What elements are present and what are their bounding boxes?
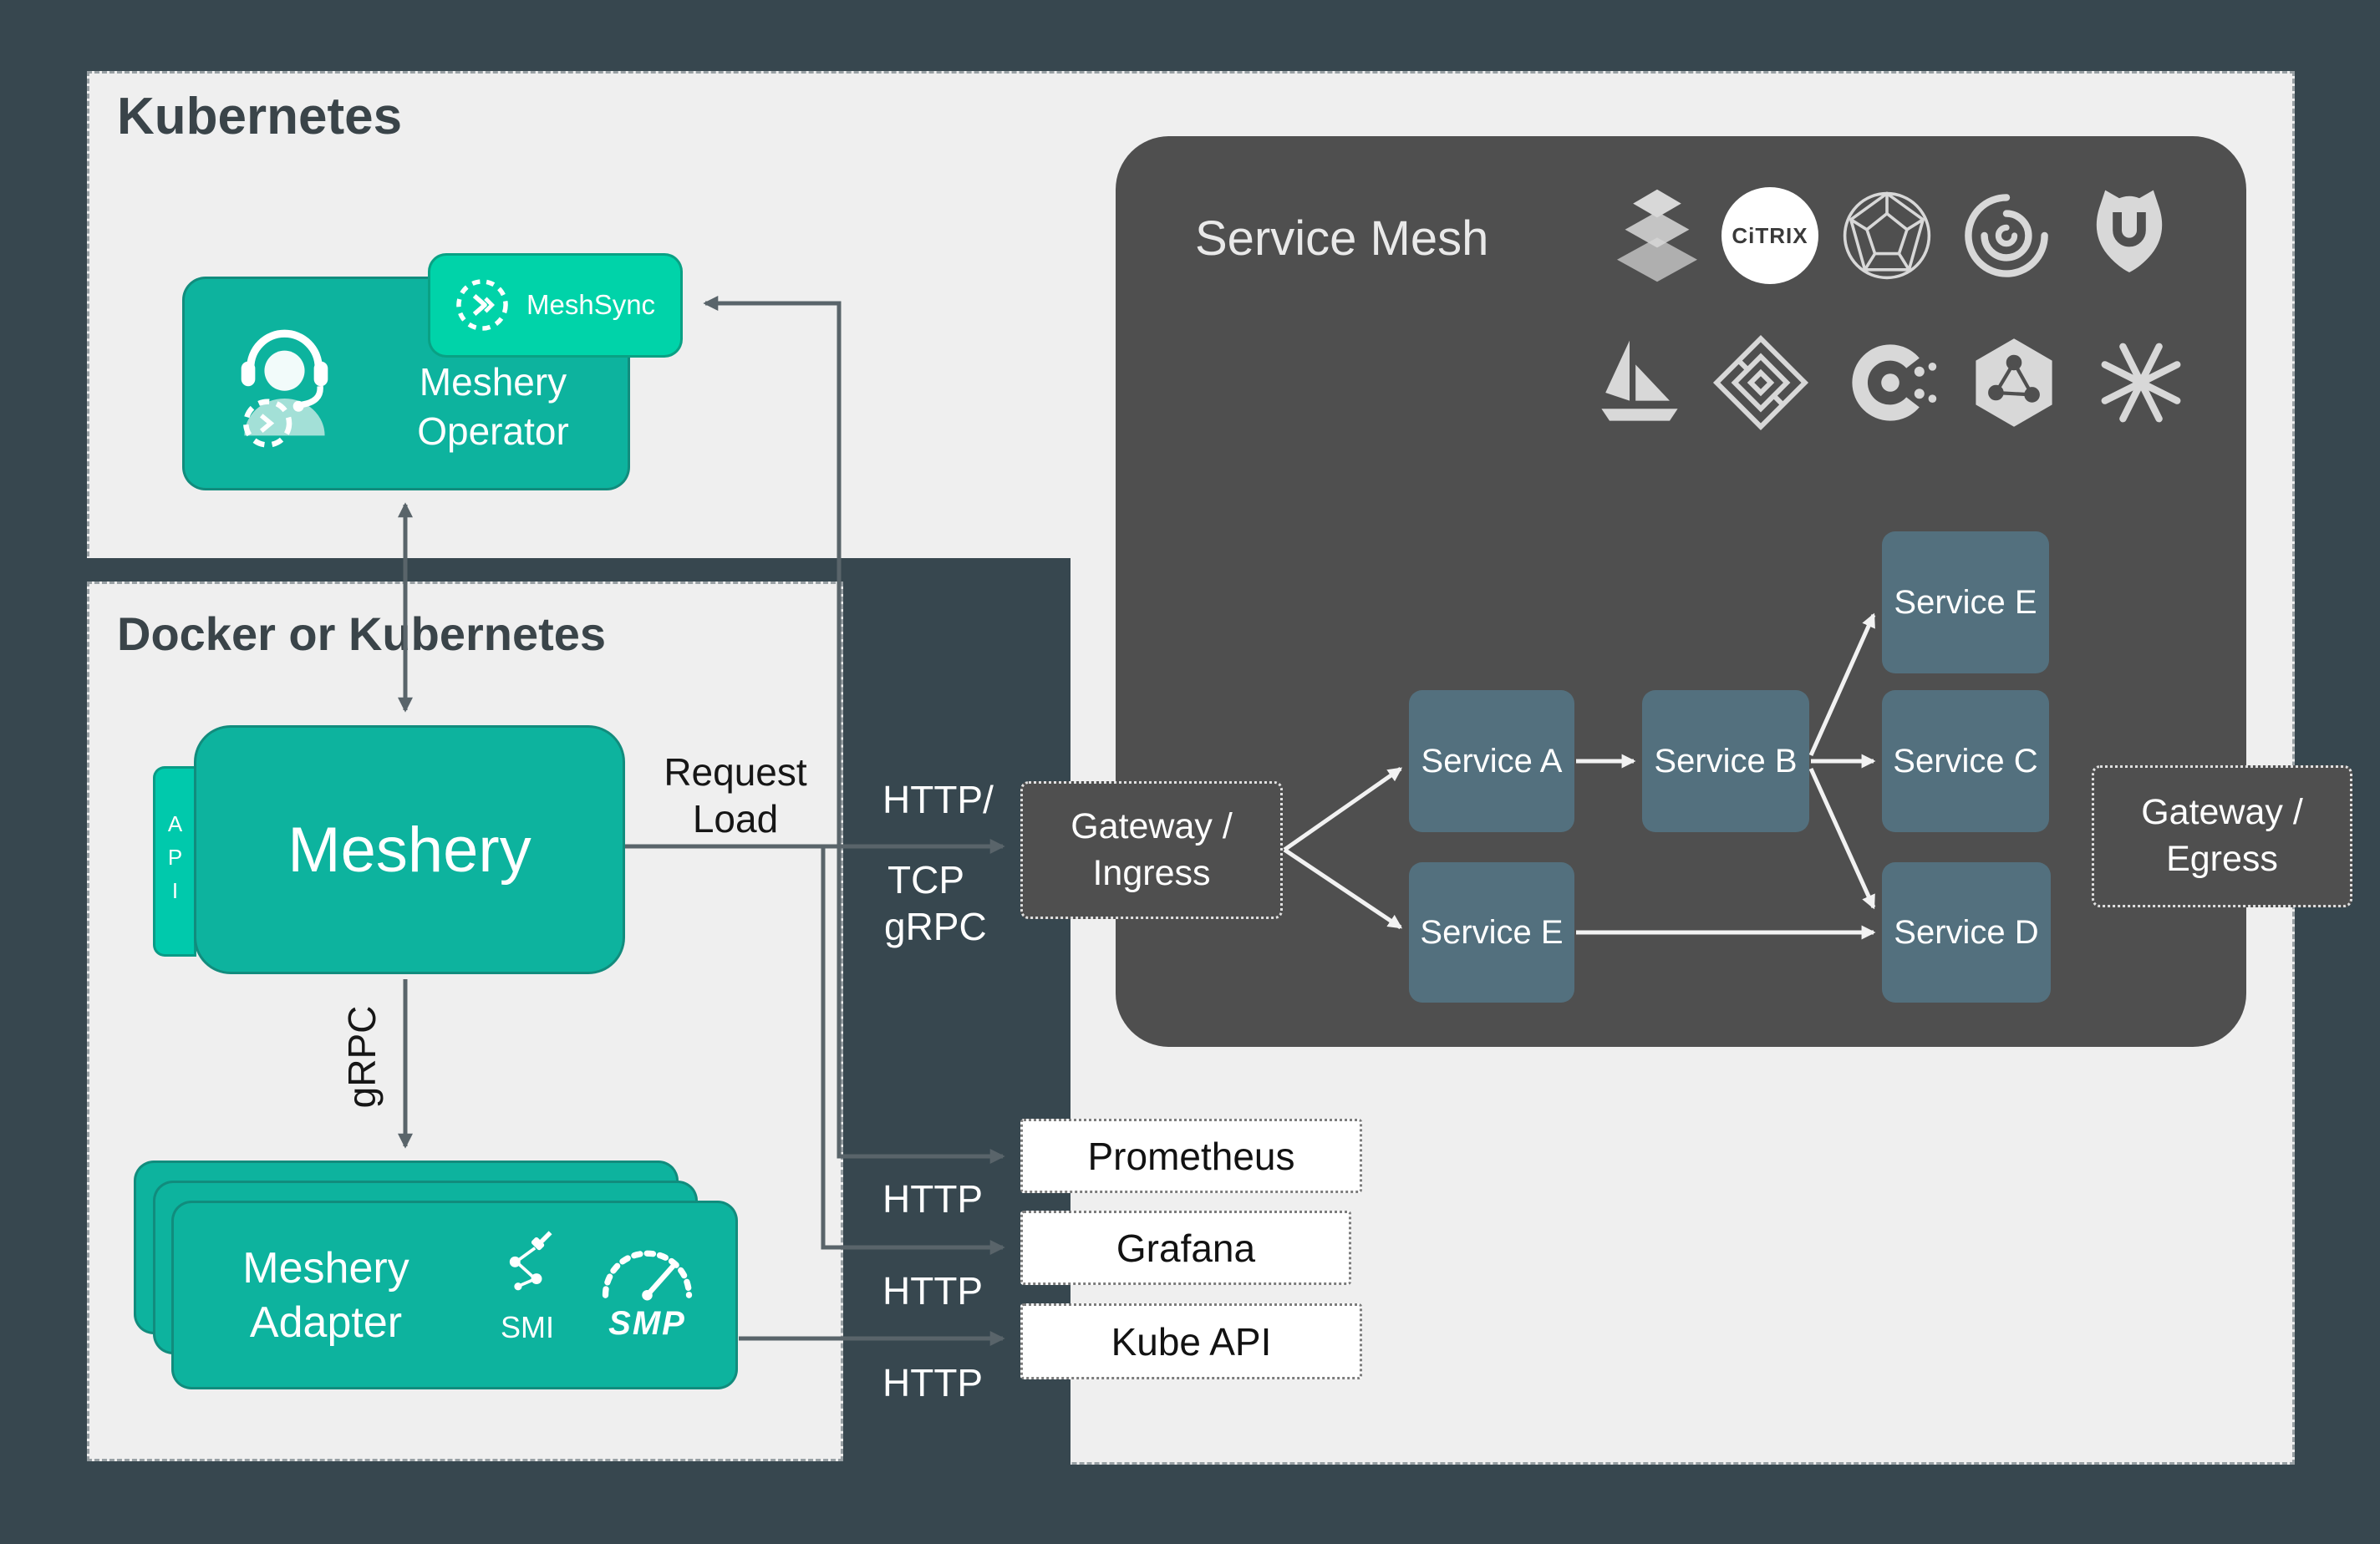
- service-e-top-label: Service E: [1894, 583, 2037, 621]
- grpc-label: gRPC: [340, 1005, 384, 1109]
- meshery-operator-node: [182, 277, 630, 490]
- meshsync-icon: [450, 272, 515, 338]
- api-tab-label: API: [162, 811, 188, 912]
- prometheus-box: Prometheus: [1020, 1119, 1362, 1193]
- grafana-box: Grafana: [1020, 1211, 1351, 1285]
- linkerd-logo-icon: [2091, 333, 2191, 433]
- http-label-kube-api: HTTP: [882, 1361, 984, 1404]
- gateway-egress-line1: Gateway /: [2141, 792, 2303, 833]
- protocol-label-http: HTTP/: [882, 778, 994, 821]
- meshery-node: Meshery: [194, 725, 625, 974]
- service-a-node: Service A: [1409, 690, 1574, 832]
- citrix-logo-icon: CiTRIX: [1720, 185, 1820, 286]
- meshery-adapter-label: Meshery Adapter: [201, 1242, 451, 1350]
- aws-app-mesh-logo-icon: [1711, 333, 1811, 433]
- meshsync-label: MeshSync: [526, 289, 656, 320]
- operator-label-line1: Meshery: [419, 360, 567, 404]
- request-load-line2: Load: [692, 797, 779, 841]
- smp-label: SMP: [608, 1305, 686, 1342]
- service-d-node: Service D: [1882, 862, 2051, 1003]
- smp-icon: [595, 1237, 699, 1303]
- service-b-label: Service B: [1654, 742, 1798, 780]
- meshery-operator-label: Meshery Operator: [380, 358, 606, 456]
- service-e-left-label: Service E: [1420, 913, 1564, 951]
- kuma-logo-icon: [1607, 185, 1707, 286]
- service-c-label: Service C: [1893, 742, 2038, 780]
- adapter-label-line1: Meshery: [242, 1244, 409, 1293]
- istio-logo-icon: [1589, 333, 1690, 433]
- gateway-ingress-node: Gateway / Ingress: [1020, 781, 1283, 919]
- consul-logo-icon: [1840, 333, 1940, 433]
- service-mesh-title: Service Mesh: [1195, 211, 1489, 266]
- nginx-service-mesh-logo-icon: [1956, 185, 2057, 286]
- api-tab: API: [153, 766, 196, 957]
- http-label-grafana: HTTP: [882, 1269, 984, 1313]
- gateway-ingress-line1: Gateway /: [1070, 805, 1233, 846]
- service-a-label: Service A: [1421, 742, 1563, 780]
- service-b-node: Service B: [1642, 690, 1809, 832]
- operator-label-line2: Operator: [417, 409, 569, 453]
- smi-label: SMI: [500, 1310, 554, 1344]
- request-load-label: Request Load: [652, 749, 819, 842]
- service-c-node: Service C: [1882, 690, 2049, 832]
- kubernetes-label: Kubernetes: [117, 88, 403, 145]
- adapter-label-line2: Adapter: [249, 1298, 403, 1347]
- smi-icon: [489, 1227, 566, 1303]
- protocol-label-tcp: TCP: [887, 858, 964, 902]
- docker-label: Docker or Kubernetes: [117, 607, 607, 660]
- kube-api-box: Kube API: [1020, 1303, 1362, 1379]
- grey-matter-logo-icon: [2079, 182, 2179, 282]
- citrix-logo-text: CiTRIX: [1732, 222, 1808, 248]
- service-e-top-node: Service E: [1882, 531, 2049, 673]
- gateway-egress-node: Gateway / Egress: [2092, 765, 2352, 907]
- grafana-label: Grafana: [1116, 1226, 1256, 1270]
- gateway-egress-line2: Egress: [2166, 839, 2278, 879]
- service-d-label: Service D: [1894, 913, 2039, 951]
- protocol-label-grpc: gRPC: [884, 905, 987, 948]
- open-service-mesh-logo-icon: [1837, 185, 1937, 286]
- prometheus-label: Prometheus: [1087, 1134, 1295, 1178]
- gateway-ingress-line2: Ingress: [1092, 852, 1211, 893]
- network-service-mesh-logo-icon: [1964, 333, 2064, 433]
- request-load-line1: Request: [664, 750, 807, 794]
- operator-avatar-icon: [207, 306, 362, 460]
- meshsync-badge: [428, 253, 683, 358]
- service-e-left-node: Service E: [1409, 862, 1574, 1003]
- http-label-prometheus: HTTP: [882, 1177, 984, 1221]
- meshery-label: Meshery: [287, 814, 531, 886]
- kube-api-label: Kube API: [1111, 1319, 1272, 1364]
